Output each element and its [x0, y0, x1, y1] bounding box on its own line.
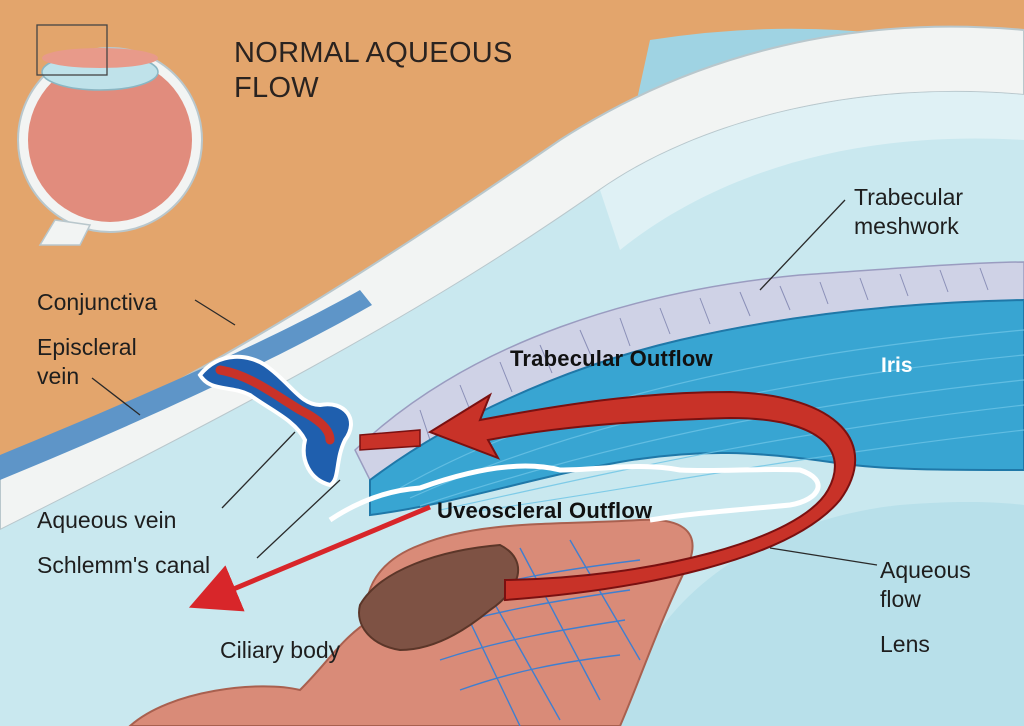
label-uveoscleral-outflow: Uveoscleral Outflow	[437, 498, 653, 523]
ciliary-muscle-fibers	[429, 539, 641, 726]
diagram-title: NORMAL AQUEOUS FLOW	[234, 37, 513, 104]
trabecular-outflow-arrow	[427, 390, 857, 602]
meshwork-fibers	[419, 267, 989, 441]
label-episcleral-vein: Episcleral vein	[37, 334, 137, 389]
sclera-band	[0, 25, 1024, 532]
label-ciliary-body: Ciliary body	[220, 637, 341, 663]
label-iris: Iris	[881, 354, 913, 377]
cornea-layer	[600, 91, 1024, 250]
lens-region	[620, 501, 1024, 726]
aqueous-vein-flow	[215, 365, 335, 445]
label-aqueous-flow: Aqueous flow	[880, 557, 971, 612]
iris-root-boundary	[328, 463, 821, 523]
label-aqueous-vein: Aqueous vein	[37, 507, 177, 533]
leader-lines	[91, 199, 878, 566]
canal-entry-arrow	[359, 429, 421, 451]
ciliary-process	[358, 543, 519, 652]
label-trabecular-outflow: Trabecular Outflow	[510, 346, 713, 371]
label-lens: Lens	[880, 631, 930, 657]
label-trabecular-meshwork: Trabecular meshwork	[854, 184, 964, 239]
eye-inset	[17, 24, 203, 246]
schlemms-canal	[197, 354, 353, 488]
inset-focus-box	[36, 24, 108, 76]
uveoscleral-outflow-arrow	[188, 504, 431, 612]
label-schlemms-canal: Schlemm's canal	[37, 552, 211, 578]
label-conjunctiva: Conjunctiva	[37, 289, 158, 315]
conjunctiva-strip	[0, 290, 372, 480]
